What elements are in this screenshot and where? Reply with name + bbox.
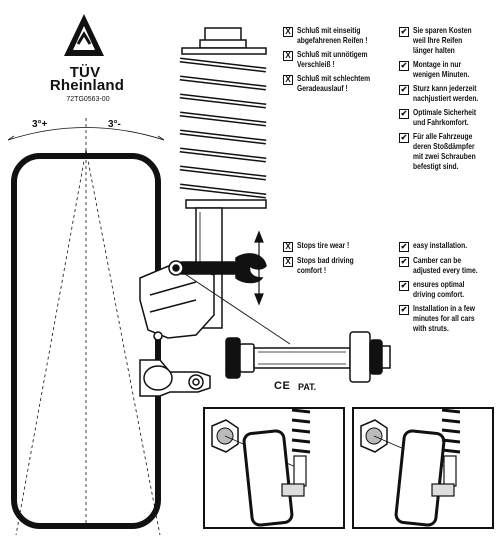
checkmark-icon: ✔ [399,281,409,291]
x-box-icon: X [283,75,293,85]
camber-positive-label: 3°+ [32,119,48,130]
x-box-icon: X [283,257,293,267]
list-item: ✔Camber can be adjusted every time. [399,256,478,275]
checkmark-icon: ✔ [399,27,409,37]
camber-angle-lines [7,118,165,536]
list-item: ✔easy installation. [399,241,468,252]
x-box-icon: X [283,51,293,61]
list-item: ✔ensures optimal driving comfort. [399,280,465,299]
logo-code: 72TG0563-00 [66,96,110,103]
german-benefit-list: ✔Sie sparen Kosten weil Ihre Reifen läng… [399,26,495,176]
ce-mark: CE [274,380,291,392]
checkmark-icon: ✔ [399,109,409,119]
inset-panel-left [203,407,345,529]
leader-line [181,271,291,345]
list-item: ✔Sie sparen Kosten weil Ihre Reifen läng… [399,26,472,55]
inset-panel-right [352,407,494,529]
patent-label: PAT. [298,382,317,392]
adjustment-arrow-icon [254,230,264,306]
x-box-icon: X [283,242,293,252]
tire [11,153,161,529]
camber-negative-label: 3°- [108,119,121,130]
checkmark-icon: ✔ [399,242,409,252]
list-item: ✔Installation in a few minutes for all c… [399,304,475,333]
checkmark-icon: ✔ [399,305,409,315]
checkmark-icon: ✔ [399,133,409,143]
list-item: ✔Für alle Fahrzeuge deren Stoßdämpfer mi… [399,132,476,171]
logo-brand: TÜV [69,64,101,81]
list-item: ✔Sturz kann jederzeit nachjustiert werde… [399,84,479,103]
checkmark-icon: ✔ [399,61,409,71]
checkmark-icon: ✔ [399,85,409,95]
list-item: ✔Optimale Sicherheit und Fahrkomfort. [399,108,477,127]
logo-name: Rheinland [49,77,125,94]
camber-bolt-assembly [225,331,391,383]
steering-knuckle [139,261,215,397]
english-benefit-list: ✔easy installation. ✔Camber can be adjus… [399,241,495,338]
list-item: ✔Montage in nur wenigen Minuten. [399,60,470,79]
checkmark-icon: ✔ [399,257,409,267]
x-box-icon: X [283,27,293,37]
tuv-logo-icon [64,14,104,56]
